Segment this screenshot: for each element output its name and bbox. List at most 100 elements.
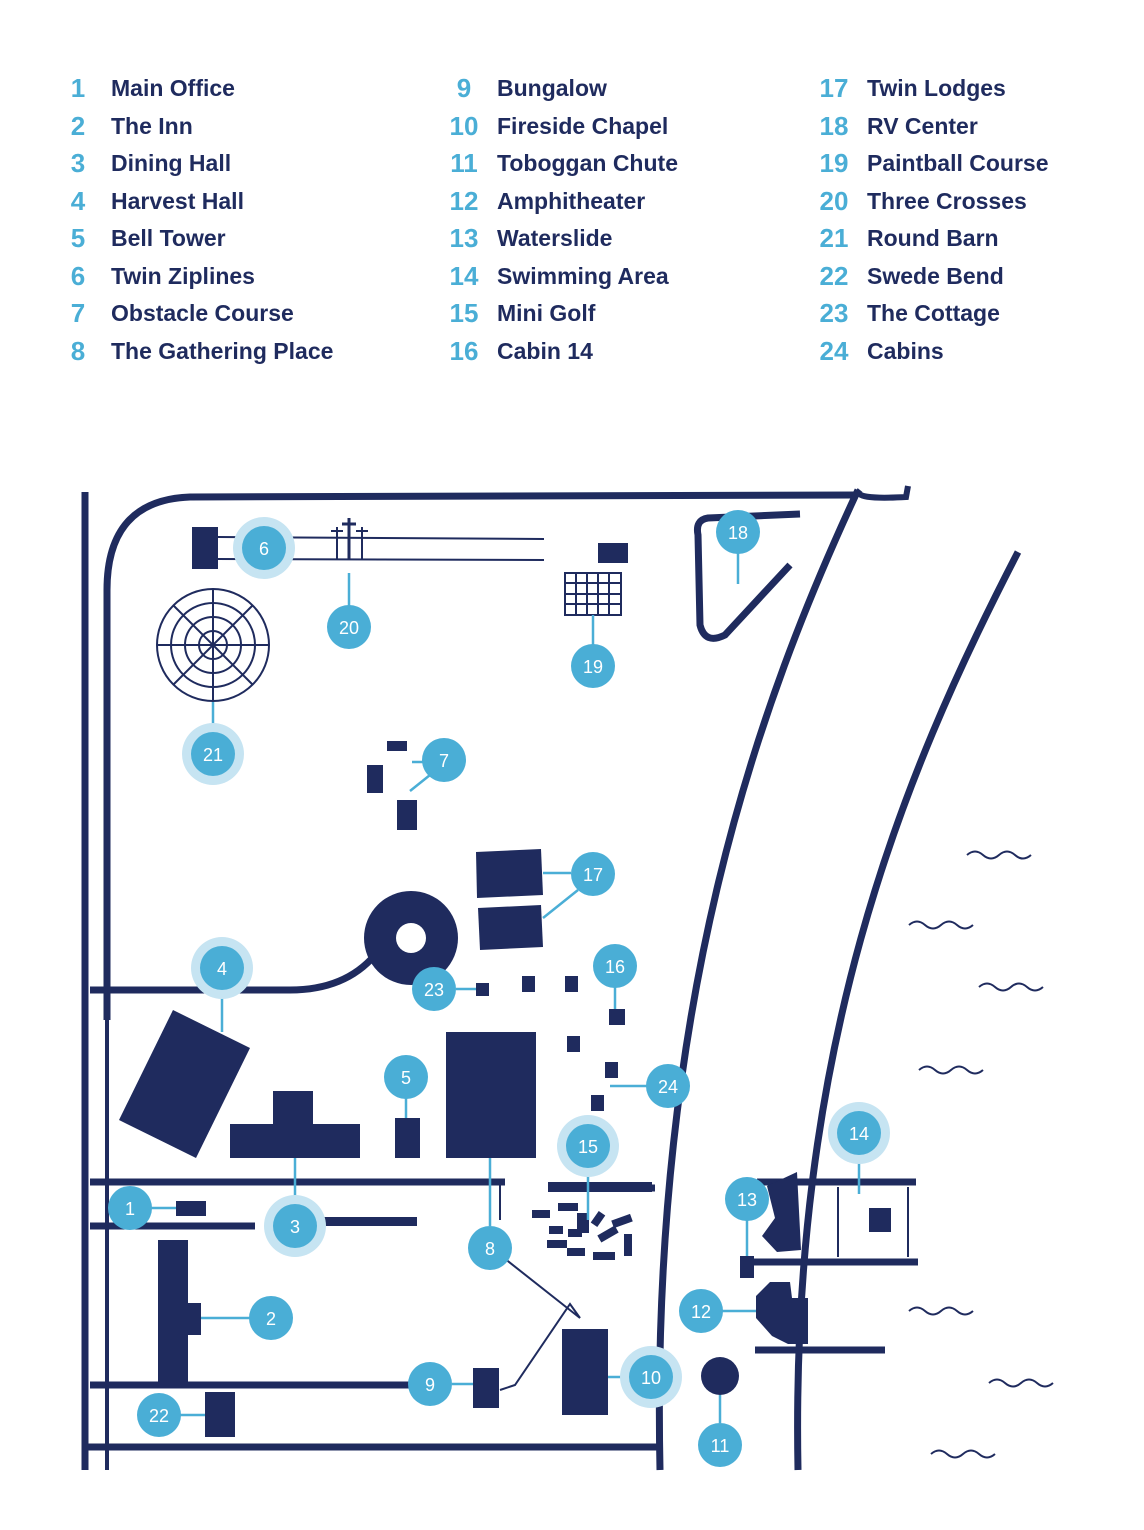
map-marker-10[interactable]: 10 xyxy=(620,1346,682,1408)
road-shore xyxy=(794,550,1022,1471)
legend-number: 8 xyxy=(70,335,86,366)
minigolf-hole xyxy=(532,1210,550,1218)
marker-circle xyxy=(249,1296,293,1340)
legend-number: 19 xyxy=(819,148,849,179)
marker-label: 4 xyxy=(217,959,227,979)
main-office-building xyxy=(176,1201,206,1216)
marker-label: 12 xyxy=(691,1302,711,1322)
legend-label: Main Office xyxy=(111,75,235,102)
map-marker-22[interactable]: 22 xyxy=(137,1393,181,1437)
marker-label: 17 xyxy=(583,865,603,885)
map-marker-3[interactable]: 3 xyxy=(264,1195,326,1257)
marker-leader-lines xyxy=(150,546,861,1423)
swede-bend-building xyxy=(205,1392,235,1437)
marker-circle xyxy=(698,1423,742,1467)
marker-label: 13 xyxy=(737,1190,757,1210)
obstacle-block xyxy=(367,765,383,793)
minigolf-road xyxy=(548,1182,652,1192)
legend-label: Swede Bend xyxy=(867,262,1004,289)
legend-number: 20 xyxy=(819,185,849,216)
map-marker-19[interactable]: 19 xyxy=(571,644,615,688)
legend-label: The Inn xyxy=(111,112,193,139)
marker-circle xyxy=(200,946,244,990)
road-ne-hook xyxy=(855,485,911,501)
minigolf-hole xyxy=(590,1210,606,1228)
obstacle-block xyxy=(397,800,417,830)
legend-label: Amphitheater xyxy=(497,187,646,214)
map-marker-23[interactable]: 23 xyxy=(412,967,456,1011)
map-marker-15[interactable]: 15 xyxy=(557,1115,619,1177)
map-marker-18[interactable]: 18 xyxy=(716,510,760,554)
map-marker-9[interactable]: 9 xyxy=(408,1362,452,1406)
cabin xyxy=(591,1095,604,1111)
marker-label: 9 xyxy=(425,1375,435,1395)
marker-label: 10 xyxy=(641,1368,661,1388)
legend-number: 14 xyxy=(449,260,479,291)
legend-number: 16 xyxy=(449,335,479,366)
legend-number: 4 xyxy=(70,185,86,216)
marker-label: 11 xyxy=(711,1436,730,1456)
legend-number: 17 xyxy=(819,73,849,104)
minigolf-hole xyxy=(593,1252,615,1260)
marker-label: 2 xyxy=(266,1309,276,1329)
marker-label: 21 xyxy=(203,745,223,765)
cabin xyxy=(565,976,578,992)
legend-label: The Gathering Place xyxy=(111,337,334,364)
map-marker-16[interactable]: 16 xyxy=(593,944,637,988)
map-marker-5[interactable]: 5 xyxy=(384,1055,428,1099)
marker-circle xyxy=(242,526,286,570)
cabin xyxy=(605,1062,618,1078)
marker-circle xyxy=(137,1393,181,1437)
marker-label: 6 xyxy=(259,539,269,559)
legend-item: 3 Dining Hall xyxy=(58,145,333,183)
marker-circle xyxy=(629,1355,673,1399)
legend-item: 20 Three Crosses xyxy=(814,183,1048,221)
map-marker-17[interactable]: 17 xyxy=(571,852,615,896)
marker-label: 20 xyxy=(339,618,359,638)
marker-circle xyxy=(837,1111,881,1155)
marker-label: 18 xyxy=(728,523,748,543)
map-marker-12[interactable]: 12 xyxy=(679,1289,723,1333)
legend-number: 3 xyxy=(70,148,86,179)
map-marker-21[interactable]: 21 xyxy=(182,723,244,785)
map-marker-2[interactable]: 2 xyxy=(249,1296,293,1340)
map-marker-14[interactable]: 14 xyxy=(828,1102,890,1164)
swimming-dock xyxy=(869,1208,891,1232)
legend-label: Cabins xyxy=(867,337,944,364)
map-marker-24[interactable]: 24 xyxy=(646,1064,690,1108)
legend-item: 4 Harvest Hall xyxy=(58,183,333,221)
marker-circle xyxy=(412,967,456,1011)
amphitheater-building xyxy=(756,1282,808,1344)
roads xyxy=(81,485,1022,1471)
wave-icon xyxy=(988,1378,1054,1388)
map-marker-20[interactable]: 20 xyxy=(327,605,371,649)
legend-label: Twin Lodges xyxy=(867,75,1006,102)
map-marker-1[interactable]: 1 xyxy=(108,1186,152,1230)
map-marker-4[interactable]: 4 xyxy=(191,937,253,999)
map-marker-6[interactable]: 6 xyxy=(233,517,295,579)
map-marker-7[interactable]: 7 xyxy=(422,738,466,782)
map-marker-8[interactable]: 8 xyxy=(468,1226,512,1270)
legend-label: Harvest Hall xyxy=(111,187,244,214)
legend-label: Three Crosses xyxy=(867,187,1027,214)
water-waves xyxy=(908,850,1054,1459)
legend-label: Dining Hall xyxy=(111,150,232,177)
wave-icon xyxy=(918,1065,984,1075)
chapel-building xyxy=(562,1329,608,1415)
minigolf-hole xyxy=(624,1234,632,1256)
round-barn-icon xyxy=(156,588,270,702)
cabin xyxy=(567,1036,580,1052)
map-marker-13[interactable]: 13 xyxy=(725,1177,769,1221)
map-marker-11[interactable]: 11 xyxy=(698,1423,742,1467)
legend-label: Round Barn xyxy=(867,225,999,252)
